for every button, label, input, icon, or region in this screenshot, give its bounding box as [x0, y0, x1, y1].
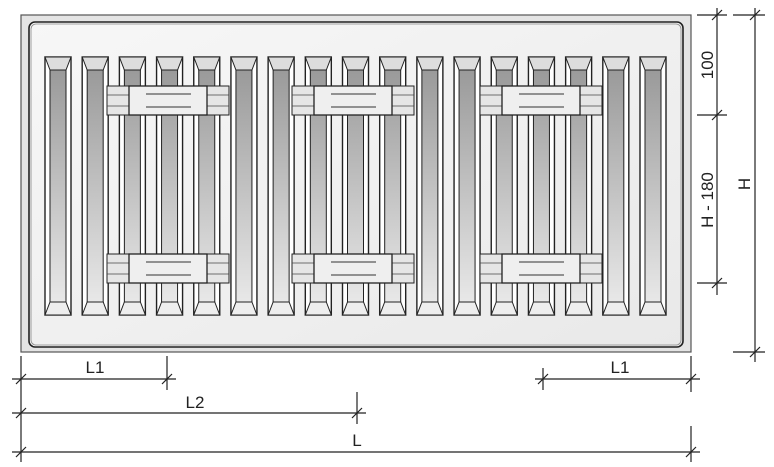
- wall-bracket: [479, 85, 603, 116]
- dimension-label-h: H: [735, 178, 754, 190]
- dimension-length-bottom: L1 L1 L2 L: [12, 356, 700, 462]
- dimension-label-l2: L2: [186, 393, 205, 412]
- dimension-label-h-minus-180: H - 180: [698, 172, 717, 228]
- fin: [81, 56, 109, 316]
- wall-bracket: [106, 85, 230, 116]
- fin: [44, 56, 72, 316]
- wall-bracket: [479, 253, 603, 284]
- fin: [639, 56, 667, 316]
- fin: [453, 56, 481, 316]
- dimension-label-l1-right: L1: [611, 358, 630, 377]
- dimension-height-right: 100 H - 180 H: [697, 8, 765, 362]
- wall-bracket: [291, 253, 415, 284]
- fin: [267, 56, 295, 316]
- dimension-label-l: L: [352, 431, 361, 450]
- radiator-panel: [20, 14, 692, 353]
- wall-bracket: [106, 253, 230, 284]
- dimension-label-100: 100: [698, 51, 717, 79]
- fin: [416, 56, 444, 316]
- fin: [602, 56, 630, 316]
- dimension-label-l1-left: L1: [86, 358, 105, 377]
- fin: [230, 56, 258, 316]
- wall-bracket: [291, 85, 415, 116]
- fins: [44, 56, 667, 316]
- brackets: [106, 85, 603, 284]
